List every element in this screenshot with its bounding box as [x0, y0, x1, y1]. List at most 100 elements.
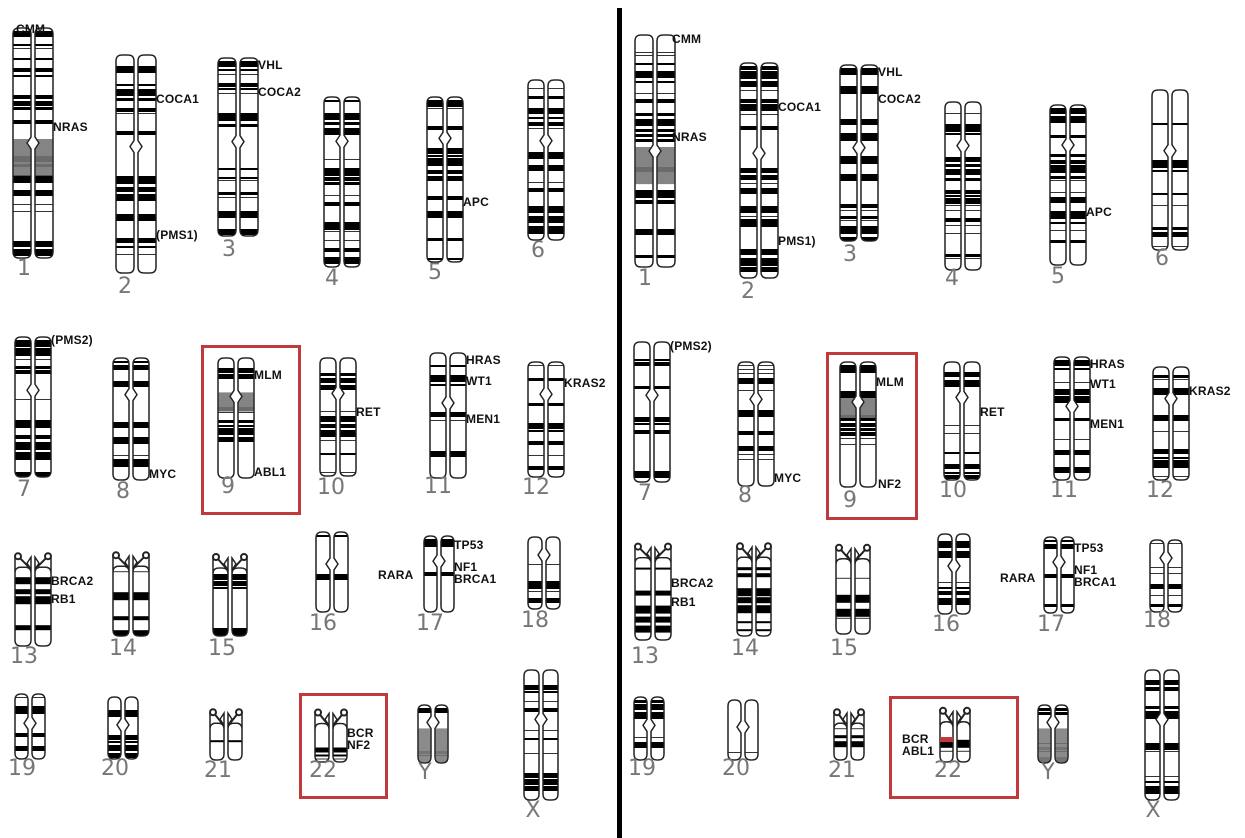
- chromosome-number-label: 4: [312, 266, 352, 291]
- gene-label: KRAS2: [1189, 384, 1231, 398]
- chromosome-ideogram: [116, 55, 156, 273]
- chromosome-10: [320, 358, 356, 476]
- gene-label: NRAS: [672, 130, 707, 144]
- chromosome-number-label: 11: [418, 474, 458, 499]
- chromosome-ideogram: [324, 97, 360, 267]
- chromosome-1: [635, 35, 675, 267]
- gene-label: NRAS: [53, 120, 88, 134]
- gene-label: COCA2: [258, 85, 301, 99]
- chromosome-20: [108, 697, 138, 759]
- chromosome-y: [418, 705, 448, 763]
- chromosome-5: [1050, 105, 1086, 265]
- chromosome-ideogram: [834, 712, 864, 760]
- chromosome-17: [424, 536, 454, 612]
- chromosome-number-label: 14: [103, 636, 143, 661]
- chromosome-number-label: 3: [830, 242, 870, 267]
- chromosome-number-label: 8: [725, 483, 765, 508]
- chromosome-number-label: 18: [515, 608, 555, 633]
- chromosome-3: [218, 58, 258, 236]
- chromosome-number-label: 6: [518, 238, 558, 263]
- chromosome-ideogram: [1153, 367, 1189, 480]
- chromosome-number-label: 1: [625, 266, 665, 291]
- chromosome-number-label: 18: [1137, 608, 1177, 633]
- chromosome-ideogram: [728, 700, 758, 760]
- chromosome-16: [938, 534, 970, 614]
- chromosome-2: [116, 55, 156, 273]
- chromosome-8: [113, 358, 149, 480]
- gene-label: RB1: [51, 592, 76, 606]
- panel-divider: [617, 8, 622, 838]
- chromosome-ideogram: [1145, 670, 1179, 800]
- chromosome-number-label: 11: [1044, 478, 1084, 503]
- chromosome-15: [213, 556, 247, 636]
- chromosome-ideogram: [108, 697, 138, 759]
- chromosome-ideogram: [1152, 90, 1188, 250]
- chromosome-number-label: 2: [728, 279, 768, 304]
- chromosome-number-label: 3: [209, 237, 249, 262]
- chromosome-ideogram: [1044, 537, 1074, 613]
- gene-label: MEN1: [1090, 417, 1124, 431]
- chromosome-number-label: 20: [716, 756, 756, 781]
- chromosome-4: [945, 102, 981, 270]
- gene-label: MYC: [774, 471, 801, 485]
- chromosome-6: [528, 80, 564, 240]
- gene-label: VHL: [258, 58, 283, 72]
- chromosome-number-label: Y: [1028, 760, 1068, 785]
- chromosome-20: [728, 700, 758, 760]
- gene-label: MEN1: [466, 412, 500, 426]
- chromosome-number-label: 20: [95, 756, 135, 781]
- chromosome-14: [113, 554, 149, 636]
- chromosome-12: [1153, 367, 1189, 480]
- chromosome-number-label: 4: [932, 266, 972, 291]
- chromosome-ideogram: [1150, 540, 1182, 612]
- chromosome-21: [834, 712, 864, 760]
- gene-label: APC: [463, 195, 489, 209]
- chromosome-ideogram: [430, 353, 466, 478]
- chromosome-7: [634, 342, 670, 482]
- chromosome-ideogram: [528, 362, 564, 477]
- chromosome-18: [1150, 540, 1182, 612]
- chromosome-ideogram: [213, 556, 247, 636]
- chromosome-number-label: 12: [516, 475, 556, 500]
- chromosome-8: [738, 362, 774, 486]
- chromosome-ideogram: [1054, 357, 1090, 480]
- chromosome-ideogram: [424, 536, 454, 612]
- chromosome-number-label: 10: [311, 475, 351, 500]
- chromosome-number-label: Y: [405, 760, 445, 785]
- gene-label: TP53: [1074, 541, 1103, 555]
- chromosome-number-label: 5: [1038, 264, 1078, 289]
- chromosome-ideogram: [938, 534, 970, 614]
- chromosome-number-label: 17: [410, 611, 450, 636]
- chromosome-ideogram: [740, 63, 778, 278]
- chromosome-number-label: 13: [625, 644, 665, 669]
- chromosome-number-label: 1: [4, 256, 44, 281]
- chromosome-ideogram: [528, 537, 560, 609]
- chromosome-13: [15, 554, 51, 646]
- chromosome-number-label: 15: [824, 636, 864, 661]
- chromosome-ideogram: [15, 694, 45, 759]
- chromosome-ideogram: [316, 532, 348, 612]
- chromosome-7: [15, 337, 51, 477]
- gene-label: (PMS1): [156, 228, 198, 242]
- gene-label: RARA: [1000, 571, 1035, 585]
- gene-label: PMS1): [778, 234, 816, 248]
- gene-label: COCA1: [156, 92, 199, 106]
- chromosome-11: [1054, 357, 1090, 480]
- chromosome-number-label: X: [513, 798, 553, 823]
- chromosome-ideogram: [113, 358, 149, 480]
- chromosome-ideogram: [418, 705, 448, 763]
- chromosome-number-label: 19: [622, 756, 662, 781]
- chromosome-12: [528, 362, 564, 477]
- chromosome-number-label: X: [1133, 798, 1173, 823]
- gene-label: WT1: [466, 374, 492, 388]
- gene-label: CMM: [16, 22, 45, 36]
- gene-label: (PMS2): [670, 339, 712, 353]
- chromosome-ideogram: [528, 80, 564, 240]
- chromosome-ideogram: [944, 362, 980, 480]
- chromosome-19: [634, 697, 664, 760]
- chromosome-number-label: 10: [933, 478, 973, 503]
- highlight-box-chromosome-22: [889, 696, 1019, 799]
- gene-label: TP53: [454, 538, 483, 552]
- chromosome-number-label: 14: [725, 636, 765, 661]
- chromosome-ideogram: [1050, 105, 1086, 265]
